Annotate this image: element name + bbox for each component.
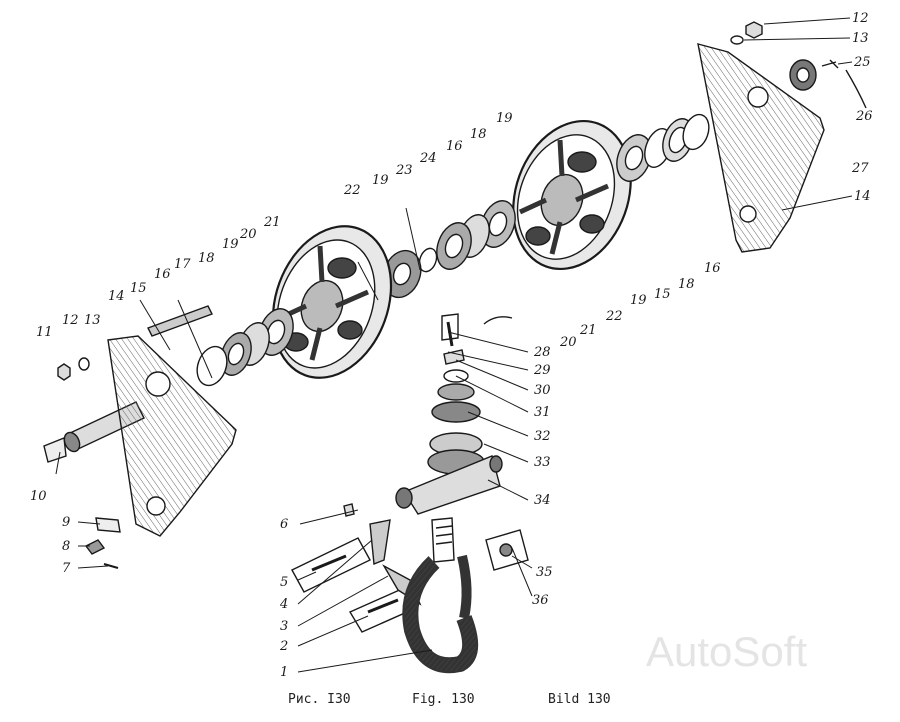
callout-label: 16 <box>704 261 721 276</box>
callout-label: 16 <box>446 139 463 154</box>
callout-label: 20 <box>559 335 577 350</box>
callout-label: 1 <box>280 665 288 680</box>
right-side-plate <box>697 43 825 253</box>
left-bearing-stack <box>196 308 294 387</box>
callout-label: 16 <box>154 267 171 282</box>
leader-lines <box>55 17 853 673</box>
callout-label: 30 <box>534 383 551 398</box>
callout-label: 19 <box>496 111 513 126</box>
lock-wire <box>845 69 867 109</box>
screw <box>821 59 839 69</box>
callout-label: 5 <box>280 575 288 590</box>
callout-label: 14 <box>854 189 871 204</box>
left-plate-hole-bottom <box>146 496 166 516</box>
callout-label: 19 <box>222 237 239 252</box>
callout-label: 31 <box>534 405 551 420</box>
callout-label: 20 <box>239 227 257 242</box>
right-bearing-stack <box>616 113 710 182</box>
callout-label: 36 <box>532 593 549 608</box>
callout-label: 9 <box>62 515 70 530</box>
callout-label: 12 <box>62 313 79 328</box>
callout-label: 18 <box>678 277 695 292</box>
screw-6 <box>343 503 355 517</box>
washer-left <box>78 357 90 371</box>
callout-label: 17 <box>174 257 191 272</box>
right-plate-hole-top <box>747 86 769 108</box>
caption-english: Fig. 130 <box>412 692 475 707</box>
drawing-parts <box>43 21 867 674</box>
nut-top-right <box>745 21 763 39</box>
callout-label: 19 <box>372 173 389 188</box>
right-plate-hole-bottom <box>739 205 757 223</box>
callout-label: 23 <box>395 163 413 178</box>
callout-label: 15 <box>654 287 671 302</box>
left-pulley <box>271 225 393 379</box>
caption-russian: Рис. I30 <box>288 692 351 707</box>
caption-german: Bild 130 <box>548 692 611 707</box>
callout-label: 21 <box>579 323 597 338</box>
callout-label: 32 <box>534 429 551 444</box>
lock-plate <box>95 517 121 533</box>
callout-labels: 12 13 25 26 27 14 22 19 23 24 16 18 19 2… <box>30 11 873 680</box>
callout-label: 25 <box>853 55 871 70</box>
callout-label: 18 <box>198 251 215 266</box>
watermark-text: AutoSoft <box>646 628 808 675</box>
wire-28 <box>483 316 513 325</box>
pin <box>84 539 106 555</box>
callout-label: 10 <box>30 489 47 504</box>
callout-label: 22 <box>343 183 361 198</box>
callout-label: 26 <box>855 109 873 124</box>
callout-label: 28 <box>533 345 551 360</box>
callout-label: 12 <box>852 11 869 26</box>
callout-label: 33 <box>534 455 551 470</box>
callout-label: 13 <box>852 31 869 46</box>
callout-label: 19 <box>630 293 647 308</box>
callout-label: 7 <box>62 561 71 576</box>
callout-label: 21 <box>263 215 281 230</box>
callout-label: 13 <box>84 313 101 328</box>
callout-label: 3 <box>280 619 288 634</box>
callout-label: 27 <box>851 161 869 176</box>
cotter-pin <box>103 563 119 569</box>
hook <box>402 517 478 674</box>
middle-bearing-stack <box>382 200 516 299</box>
callout-label: 35 <box>536 565 553 580</box>
callout-label: 15 <box>130 281 147 296</box>
left-plate-hole-top <box>145 371 171 397</box>
hook-support <box>395 313 503 515</box>
washer-top-right <box>730 35 744 45</box>
nut-left <box>57 363 71 381</box>
callout-label: 18 <box>470 127 487 142</box>
callout-label: 24 <box>419 151 437 166</box>
callout-label: 29 <box>533 363 551 378</box>
callout-label: 2 <box>279 639 288 654</box>
shaft <box>147 305 213 337</box>
left-side-plate <box>107 335 237 537</box>
callout-label: 4 <box>279 597 288 612</box>
right-pulley <box>512 119 632 271</box>
callout-label: 6 <box>280 517 288 532</box>
callout-label: 22 <box>605 309 623 324</box>
callout-label: 14 <box>108 289 125 304</box>
clamp-half-4 <box>369 519 391 565</box>
callout-label: 8 <box>62 539 70 554</box>
callout-label: 34 <box>534 493 551 508</box>
bolt-plate-5 <box>291 537 371 593</box>
callout-label: 11 <box>36 325 53 340</box>
